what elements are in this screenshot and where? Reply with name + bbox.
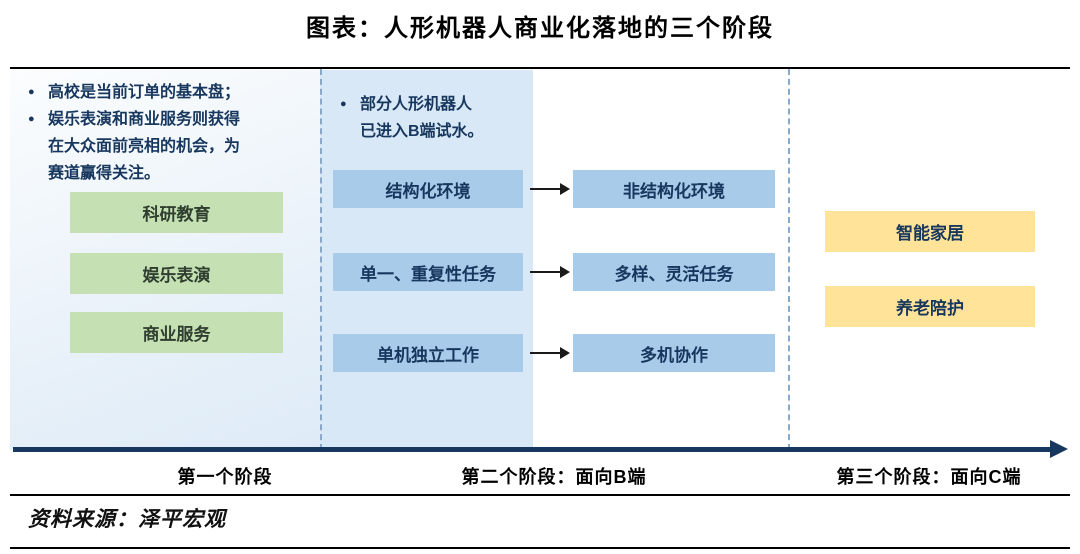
stage1-bullets: ● 高校是当前订单的基本盘； ● 娱乐表演和商业服务则获得在大众面前亮相的机会，… [28, 79, 250, 187]
flow-from-structured-env: 结构化环境 [333, 170, 523, 208]
box-smart-home: 智能家居 [825, 211, 1035, 252]
box-commercial-service: 商业服务 [70, 312, 283, 353]
timeline-arrow [13, 447, 1050, 452]
footer-rule [10, 547, 1070, 549]
page-title: 图表：人形机器人商业化落地的三个阶段 [306, 15, 774, 42]
box-research-education: 科研教育 [70, 192, 283, 233]
arrow-right-icon [530, 183, 570, 195]
flow-to-multi-robot: 多机协作 [573, 334, 775, 372]
box-entertainment: 娱乐表演 [70, 253, 283, 294]
bullet-item: ● 高校是当前订单的基本盘； [28, 79, 250, 106]
bullet-icon: ● [28, 86, 35, 98]
flow-to-flexible-task: 多样、灵活任务 [573, 253, 775, 291]
source-note: 资料来源：泽平宏观 [28, 507, 226, 531]
bullet-text: 部分人形机器人已进入B端试水。 [360, 96, 484, 140]
stage1-label: 第一个阶段 [177, 467, 273, 487]
stage-divider-2 [788, 69, 790, 450]
bullet-icon: ● [28, 113, 35, 125]
box-elderly-care: 养老陪护 [825, 286, 1035, 327]
stage3-label: 第三个阶段：面向C端 [836, 467, 1022, 487]
arrow-right-icon [530, 347, 570, 359]
flow-from-single-robot: 单机独立工作 [333, 334, 523, 372]
stage-divider-1 [320, 69, 322, 450]
arrow-right-icon [530, 266, 570, 278]
bullet-text: 娱乐表演和商业服务则获得在大众面前亮相的机会，为赛道赢得关注。 [48, 111, 241, 182]
bullet-icon: ● [340, 98, 347, 110]
bullet-item: ● 部分人形机器人已进入B端试水。 [340, 91, 486, 145]
flow-from-repetitive-task: 单一、重复性任务 [333, 253, 523, 291]
timeline-arrowhead-icon [1050, 440, 1068, 458]
bullet-text: 高校是当前订单的基本盘； [48, 84, 241, 101]
bullet-item: ● 娱乐表演和商业服务则获得在大众面前亮相的机会，为赛道赢得关注。 [28, 106, 250, 187]
stage2-label: 第二个阶段：面向B端 [461, 467, 647, 487]
stage2-bullets: ● 部分人形机器人已进入B端试水。 [340, 91, 486, 145]
flow-to-unstructured-env: 非结构化环境 [573, 170, 775, 208]
diagram-area: ● 高校是当前订单的基本盘； ● 娱乐表演和商业服务则获得在大众面前亮相的机会，… [10, 67, 1070, 496]
